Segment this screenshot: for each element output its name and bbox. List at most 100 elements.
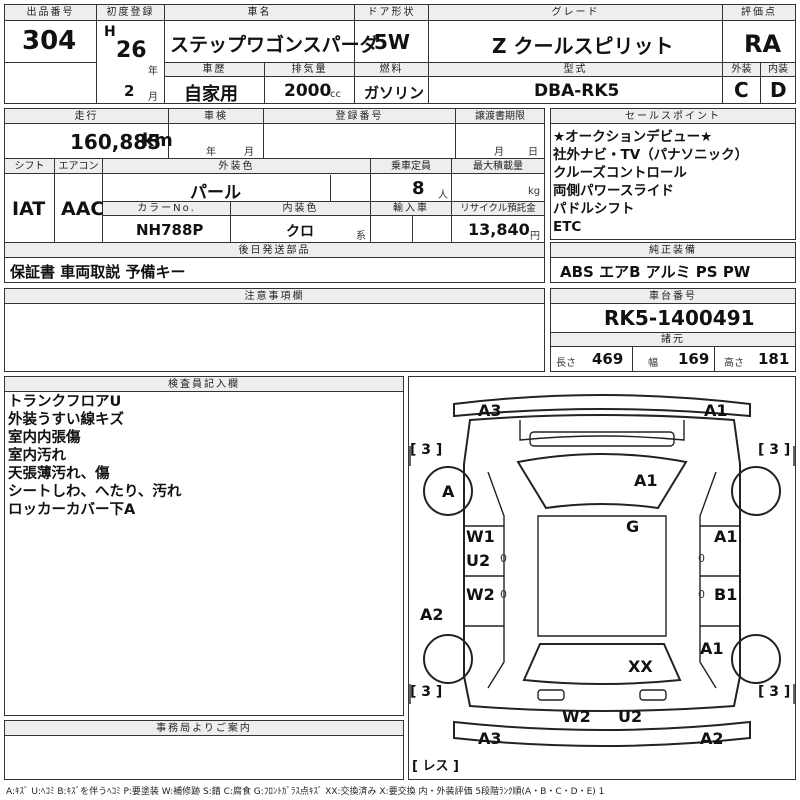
divider <box>164 62 722 63</box>
mark-left-front-door-2: U2 <box>466 551 490 570</box>
sales-item: 社外ナビ・TV（パナソニック） <box>553 147 749 163</box>
intcolor-value: クロ <box>286 224 314 240</box>
mark-right-rear-door: B1 <box>714 585 737 604</box>
chassis-value: RK5-1400491 <box>604 306 755 330</box>
mark-rear-glass: XX <box>628 657 653 676</box>
inspector-line: 室内内張傷 <box>8 430 81 446</box>
divider <box>230 201 231 242</box>
sales-label: セールスポイント <box>551 109 795 124</box>
divider <box>760 62 761 104</box>
zero-mark: 0 <box>698 588 705 601</box>
tire-rear-left: [ 3 ] <box>410 684 442 700</box>
left-side <box>487 471 505 689</box>
inspection-label: 車検 <box>169 109 263 124</box>
regno-label: 登録番号 <box>264 109 455 124</box>
divider <box>722 62 796 63</box>
sales-item: 両側パワースライド <box>553 183 674 199</box>
wheel-rear-left <box>423 634 473 684</box>
sales-block <box>550 108 796 240</box>
int-value: D <box>770 78 787 102</box>
colorno-label: カラーNo. <box>103 202 230 216</box>
reg-era: H <box>104 24 116 40</box>
cc-unit: cc <box>330 89 341 100</box>
divider <box>714 347 715 372</box>
mark-left-rocker: A2 <box>420 605 444 624</box>
divider <box>96 4 97 104</box>
equipment-label: 純正装備 <box>551 243 795 258</box>
mark-left-front-door: W1 <box>466 527 495 546</box>
car-diagram: A3 A1 A1 G W1 U2 A1 W2 B1 A2 A1 XX W2 U2… <box>409 394 795 774</box>
zero-mark: 0 <box>500 588 507 601</box>
shift-label: シフト <box>5 159 54 174</box>
reg-month-unit: 月 <box>148 92 158 103</box>
cc-label: 排気量 <box>265 63 354 77</box>
inspector-line: 天張薄汚れ、傷 <box>8 466 110 482</box>
rear-window <box>522 643 682 685</box>
notes-label: 注意事項欄 <box>5 289 544 304</box>
color-value: パール <box>190 183 241 203</box>
divider <box>455 108 456 158</box>
ac-value: AAC <box>61 198 105 220</box>
tire-front-left: [ 3 ] <box>410 442 442 458</box>
spare-tire: [ レス ] <box>412 759 459 774</box>
recycle-label: リサイクル預託金 <box>452 202 544 216</box>
capacity-label: 乗車定員 <box>371 159 451 174</box>
divider <box>168 108 169 158</box>
transfer-label: 譲渡書期限 <box>456 109 544 124</box>
chassis-label: 車台番号 <box>551 289 795 304</box>
inspector-line: トランクフロアU <box>8 394 122 410</box>
width-label: 幅 <box>648 358 658 369</box>
model-value: DBA-RK5 <box>534 81 620 101</box>
divider <box>4 158 545 159</box>
ac-label: エアコン <box>55 159 102 174</box>
divider <box>451 158 452 242</box>
history-value: 自家用 <box>184 84 238 105</box>
grade-label: グレード <box>429 5 722 21</box>
divider <box>330 175 331 201</box>
door-label: ドア形状 <box>355 5 428 21</box>
inspector-line: ロッカーカバー下A <box>8 502 136 518</box>
ext-label: 外装 <box>723 63 760 77</box>
intcolor-unit: 系 <box>356 231 366 242</box>
specs-label: 諸元 <box>551 333 795 347</box>
ext-value: C <box>734 78 749 102</box>
import-label: 輸入車 <box>371 202 451 216</box>
tire-rear-right: [ 3 ] <box>758 684 790 700</box>
mileage-value: 160,885 <box>70 130 162 154</box>
divider <box>4 62 96 63</box>
inspector-line: 室内汚れ <box>8 448 66 464</box>
rear-bumper <box>453 720 751 747</box>
mark-rear-right: U2 <box>618 707 642 726</box>
mark-left-rear-door: W2 <box>466 585 495 604</box>
tire-front-right: [ 3 ] <box>758 442 790 458</box>
divider <box>102 201 545 202</box>
reg-month: 2 <box>124 82 135 100</box>
sales-item: ★オークションデビュー★ <box>553 129 713 145</box>
mark-front-left: A3 <box>478 401 502 420</box>
capacity-value: 8 <box>412 178 425 199</box>
height-value: 181 <box>758 350 790 368</box>
int-label: 内装 <box>761 63 795 77</box>
mark-rear-bumper-right: A2 <box>700 729 724 748</box>
model-label: 型式 <box>429 63 722 77</box>
divider <box>354 4 355 104</box>
front-bumper <box>453 394 751 418</box>
width-value: 169 <box>678 350 710 368</box>
divider <box>102 158 103 242</box>
transfer-day: 日 <box>528 147 538 158</box>
divider <box>632 347 633 372</box>
mileage-label: 走行 <box>5 109 168 124</box>
divider <box>263 108 264 158</box>
reg-year-unit: 年 <box>148 66 158 77</box>
mark-right-front-door: A1 <box>714 527 738 546</box>
divider <box>412 201 413 242</box>
color-label: 外装色 <box>103 159 370 174</box>
divider <box>722 4 723 104</box>
colorno-value: NH788P <box>136 221 204 239</box>
name-label: 車名 <box>165 5 354 21</box>
rear-lamp-left <box>537 689 565 701</box>
reg-year: 26 <box>116 38 147 63</box>
lot-label: 出品番号 <box>5 5 96 21</box>
intcolor-label: 内装色 <box>231 202 370 216</box>
mark-rear-bumper-left: A3 <box>478 729 502 748</box>
